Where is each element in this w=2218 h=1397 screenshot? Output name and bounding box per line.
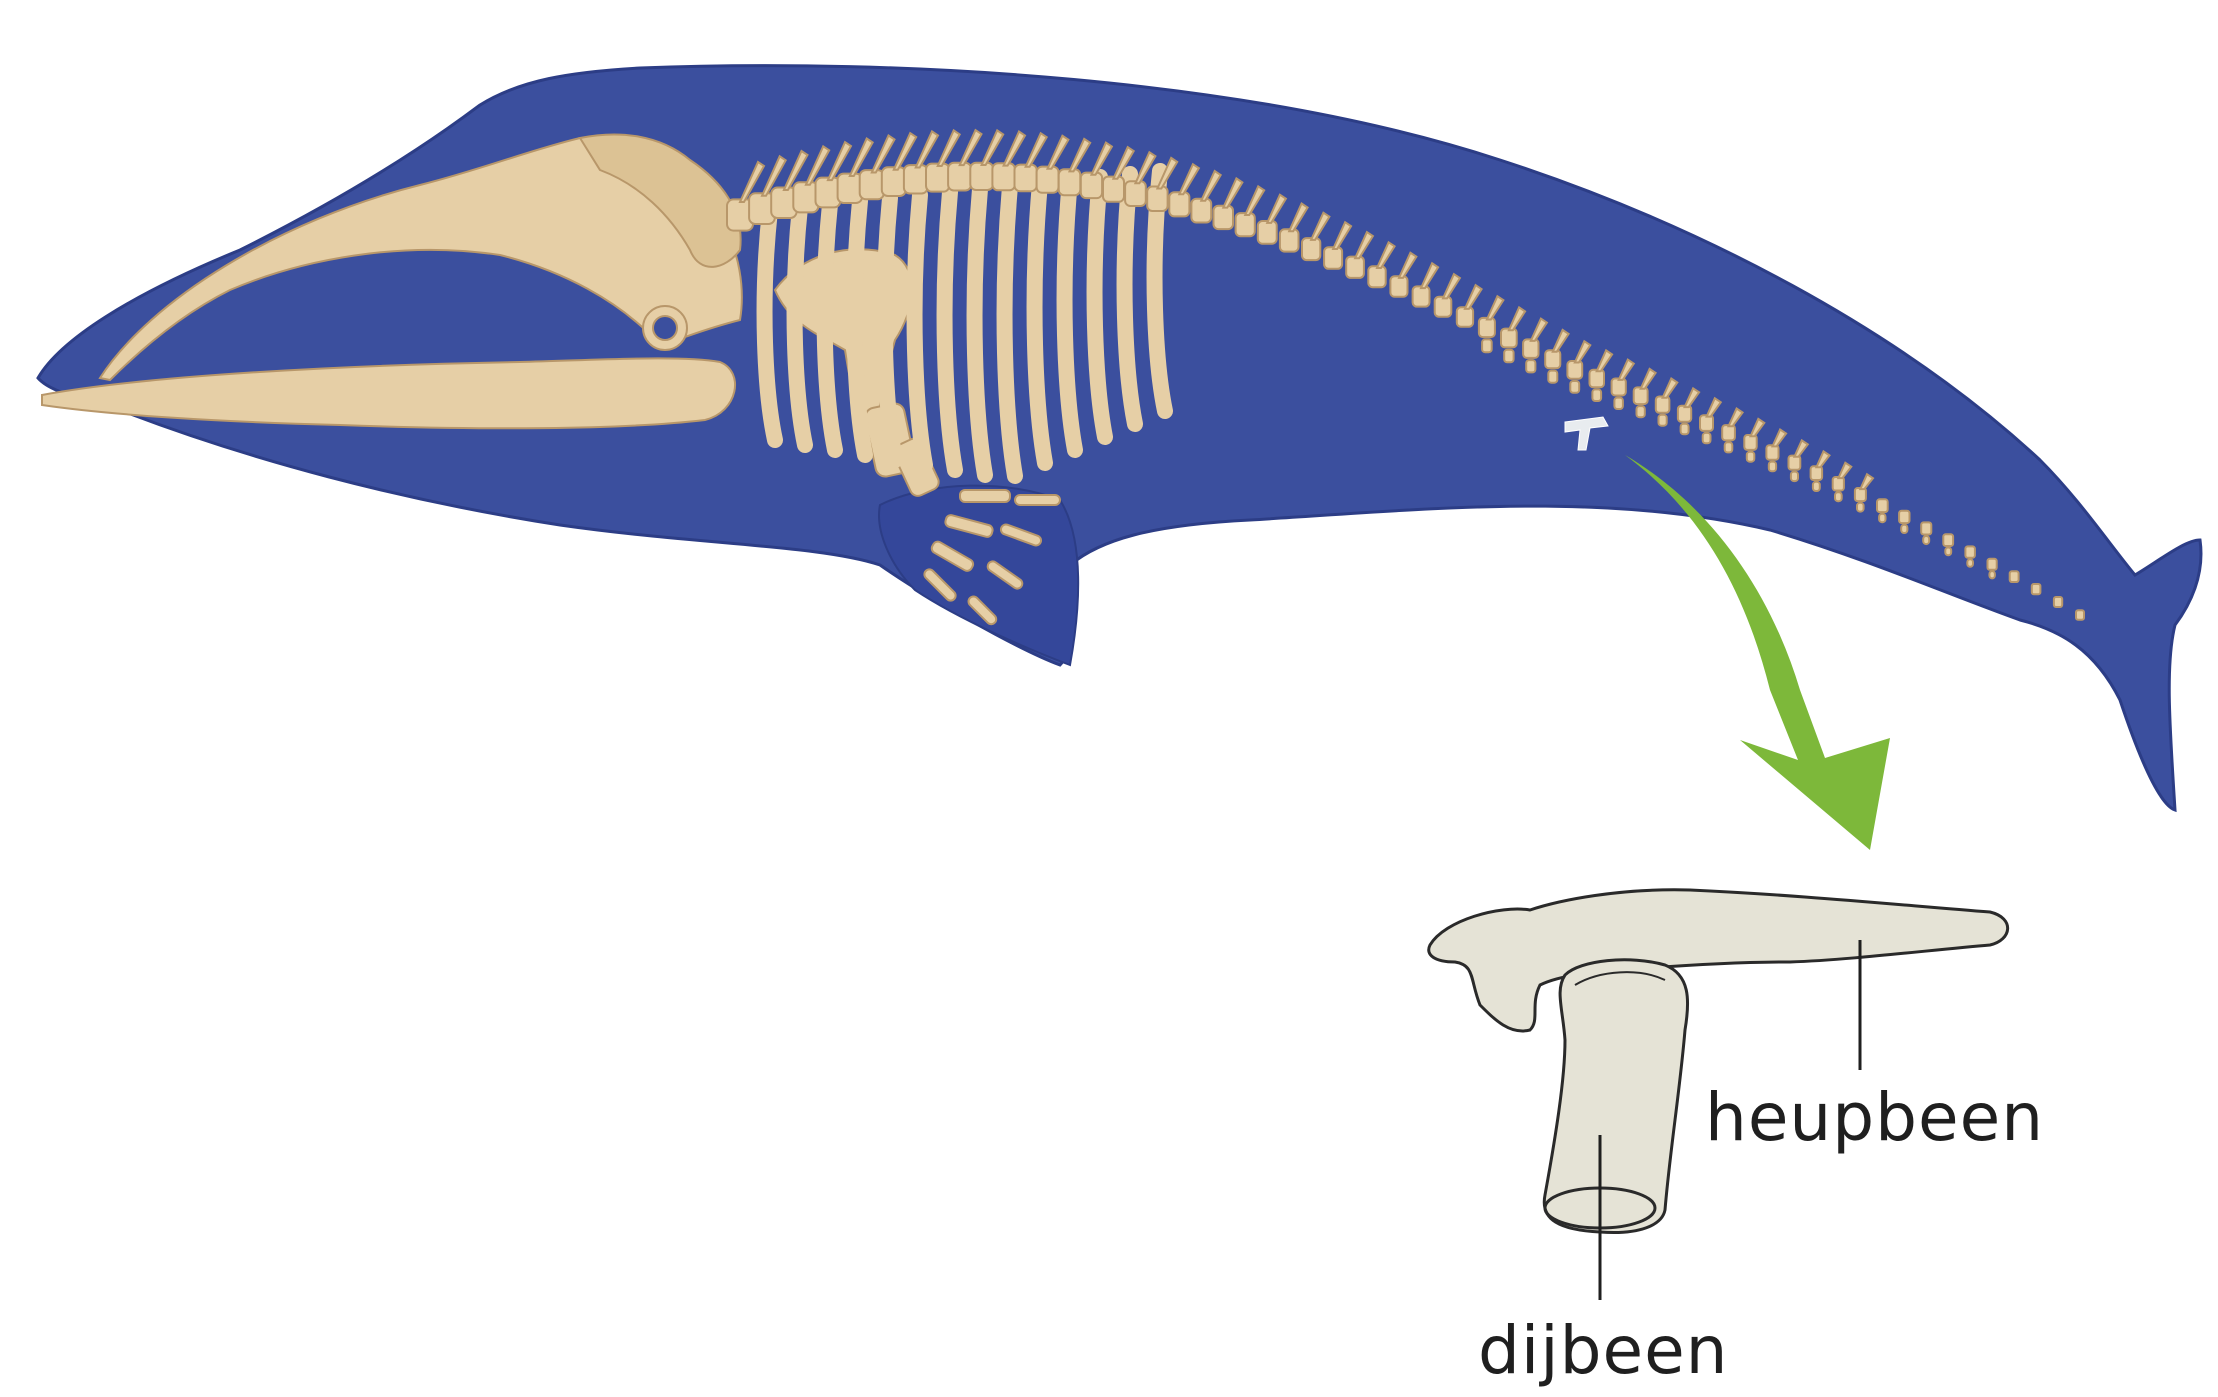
- vertebra: [1103, 177, 1124, 202]
- vertebra: [2032, 584, 2041, 594]
- vertebra: [1169, 192, 1189, 216]
- chevron-bone: [1637, 406, 1645, 417]
- vertebra: [1236, 213, 1255, 236]
- chevron-bone: [1769, 462, 1776, 472]
- vertebra: [2010, 571, 2019, 582]
- vertebra: [1324, 247, 1342, 269]
- vertebra: [1921, 522, 1931, 534]
- chevron-bone: [1747, 452, 1755, 462]
- vertebra: [1435, 297, 1452, 317]
- vertebra: [1877, 499, 1888, 512]
- chevron-bone: [1989, 571, 1995, 578]
- vertebra: [1081, 173, 1102, 199]
- chevron-bone: [1725, 442, 1733, 452]
- vertebra: [992, 163, 1015, 190]
- chevron-bone: [1592, 389, 1601, 401]
- vertebra: [1147, 187, 1167, 212]
- chevron-bone: [1526, 360, 1535, 372]
- vertebra: [1501, 329, 1517, 348]
- chevron-bone: [1482, 339, 1492, 352]
- chevron-bone: [1813, 482, 1820, 491]
- vertebra: [926, 164, 949, 192]
- chevron-bone: [1967, 559, 1973, 567]
- vertebra: [1590, 370, 1605, 387]
- pectoral-fin: [879, 486, 1078, 665]
- vertebra: [1700, 415, 1713, 431]
- femur-label: dijbeen: [1478, 1318, 1729, 1384]
- vertebra: [1567, 361, 1582, 379]
- hip-bone-label: heupbeen: [1705, 1085, 2044, 1151]
- vertebra: [1943, 534, 1953, 546]
- vertebra: [816, 178, 841, 208]
- chevron-bone: [1923, 536, 1929, 544]
- vertebra: [1965, 546, 1975, 557]
- vertebra: [1368, 266, 1385, 287]
- chevron-bone: [1901, 525, 1907, 533]
- vertebra: [970, 163, 993, 190]
- vertebra: [1899, 511, 1909, 523]
- vertebra: [904, 165, 928, 193]
- chevron-bone: [1659, 415, 1667, 426]
- vertebra: [1214, 206, 1234, 229]
- chevron-bone: [1857, 503, 1864, 512]
- vertebra: [1258, 221, 1277, 244]
- vertebra: [838, 174, 863, 203]
- chevron-bone: [1791, 472, 1798, 482]
- chevron-bone: [1835, 492, 1842, 501]
- chevron-bone: [1548, 371, 1557, 383]
- vertebra: [1545, 350, 1560, 368]
- vertebra: [860, 170, 884, 199]
- vertebra: [882, 167, 906, 196]
- vertebra: [2054, 597, 2062, 607]
- vertebra: [1656, 397, 1670, 413]
- vertebra: [1125, 181, 1146, 206]
- vertebra: [1612, 379, 1626, 396]
- vertebra: [1678, 406, 1691, 422]
- vertebra: [1280, 229, 1299, 251]
- vertebra: [2076, 610, 2084, 620]
- vertebra: [1988, 559, 1997, 570]
- chevron-bone: [1681, 424, 1689, 435]
- vertebra: [1191, 199, 1211, 223]
- vertebra: [1722, 425, 1735, 440]
- vertebra: [1413, 286, 1430, 306]
- vertebra: [1390, 276, 1407, 297]
- chevron-bone: [1570, 381, 1579, 393]
- chevron-bone: [1614, 398, 1623, 409]
- vertebra: [1302, 238, 1320, 260]
- chevron-bone: [1945, 548, 1951, 556]
- chevron-bone: [1879, 514, 1885, 523]
- chevron-bone: [1703, 433, 1711, 443]
- hip-bone: [1429, 890, 2008, 1031]
- vertebra: [1015, 165, 1037, 192]
- vertebra: [1346, 257, 1364, 278]
- vertebra: [948, 163, 971, 191]
- vertebra: [1457, 307, 1473, 327]
- vertebra: [1479, 318, 1495, 337]
- vertebra: [1059, 169, 1081, 195]
- chevron-bone: [1504, 350, 1513, 363]
- vertebra: [1634, 387, 1648, 404]
- vertebra: [1523, 339, 1538, 358]
- vertebra: [1037, 167, 1059, 193]
